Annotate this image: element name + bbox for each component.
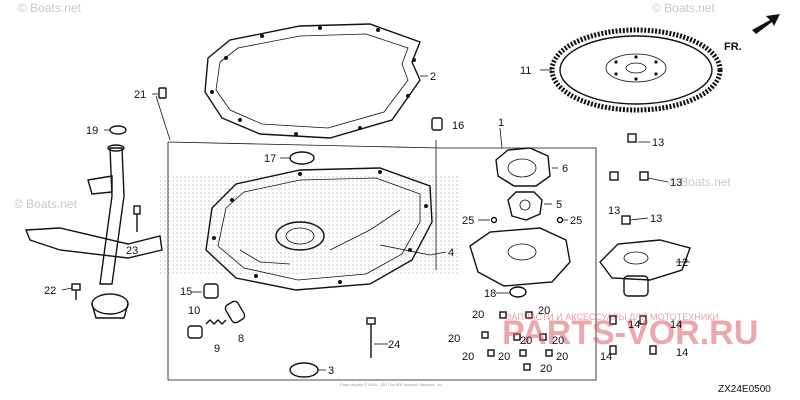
callout-20-c[interactable]: 20: [448, 333, 460, 345]
cap-part-15: [203, 283, 219, 299]
callout-1[interactable]: 1: [498, 117, 504, 129]
callout-20-d[interactable]: 20: [520, 335, 532, 347]
spring-part-9: [205, 319, 227, 325]
watermark-mid-right: © Boats.net: [668, 175, 732, 189]
gasket-part-2: [204, 23, 421, 139]
watermark-mid-left: © Boats.net: [14, 197, 78, 211]
callout-25-a[interactable]: 25: [462, 215, 474, 227]
leader-lines: [61, 127, 669, 371]
callout-23[interactable]: 23: [126, 245, 138, 257]
bolts-part-20: [481, 311, 553, 371]
callout-9[interactable]: 9: [214, 343, 220, 355]
oil-seal-part-18: [509, 286, 527, 298]
callout-14-b[interactable]: 14: [670, 319, 682, 331]
callout-5[interactable]: 5: [556, 199, 562, 211]
transmission-case-part-1: [205, 167, 433, 291]
oil-seal-part-3: [289, 362, 319, 378]
flywheel-part-11: [549, 27, 723, 113]
assembly-boundary: [167, 142, 597, 381]
brand-subtitle: ЗАПЧАСТИ И АКСЕССУАРЫ ДЛЯ МОТОТЕХНИКИ: [506, 312, 719, 322]
callout-20-h[interactable]: 20: [556, 351, 568, 363]
callout-19[interactable]: 19: [86, 125, 98, 137]
callout-12[interactable]: 12: [676, 257, 688, 269]
callout-18[interactable]: 18: [484, 288, 496, 300]
callout-20-i[interactable]: 20: [540, 363, 552, 375]
callout-8[interactable]: 8: [238, 333, 244, 345]
bolt-part-23: [133, 205, 141, 232]
callout-24[interactable]: 24: [388, 339, 400, 351]
callout-15[interactable]: 15: [180, 286, 192, 298]
copyright-line: Page display © 2004 - 2017 by ARI Networ…: [340, 382, 443, 387]
callout-21[interactable]: 21: [134, 89, 146, 101]
callout-25-b[interactable]: 25: [570, 215, 582, 227]
callout-13-a[interactable]: 13: [652, 137, 664, 149]
callout-14-a[interactable]: 14: [628, 319, 640, 331]
plug-part-10: [187, 325, 203, 339]
callout-2[interactable]: 2: [430, 71, 436, 83]
callout-10[interactable]: 10: [188, 305, 200, 317]
halftone-background: [160, 175, 460, 275]
bolt-part-24: [366, 317, 376, 358]
valve-part-8: [224, 300, 246, 324]
dipstick-tube-assembly: [24, 144, 163, 319]
brand-watermark: PARTS-VOR.RU: [502, 314, 758, 352]
callout-22[interactable]: 22: [44, 285, 56, 297]
front-direction-label: FR.: [724, 41, 742, 53]
inner-rotor-part-5: [507, 191, 543, 221]
callout-6[interactable]: 6: [562, 163, 568, 175]
callout-13-d[interactable]: 13: [650, 213, 662, 225]
front-direction-marker: [752, 14, 780, 34]
watermark-top-left: © Boats.net: [18, 1, 82, 15]
callout-16[interactable]: 16: [452, 120, 464, 132]
callout-20-e[interactable]: 20: [552, 335, 564, 347]
callout-labels: 1 2 3 4 5 6 8 9 10 11 12 13 13 13 13 14 …: [44, 65, 688, 377]
callout-17[interactable]: 17: [264, 153, 276, 165]
callout-14-d[interactable]: 14: [676, 347, 688, 359]
bolts-part-14: [609, 315, 657, 355]
callout-3[interactable]: 3: [328, 365, 334, 377]
bolts-part-13: [609, 133, 649, 225]
callout-20-b[interactable]: 20: [538, 305, 550, 317]
drawing-code: ZX24E0500: [718, 384, 771, 395]
watermark-top-right: © Boats.net: [652, 1, 716, 15]
pump-rotor-part-6: [495, 147, 551, 187]
bolt-part-22: [71, 283, 81, 300]
callout-13-b[interactable]: 13: [670, 177, 682, 189]
dowel-pin-part-21: [158, 87, 167, 99]
callout-11[interactable]: 11: [520, 65, 531, 77]
callout-13-c[interactable]: 13: [608, 205, 620, 217]
oil-seal-part-17: [289, 151, 315, 165]
washer-part-19: [109, 125, 127, 135]
plug-part-16: [431, 117, 443, 131]
callout-20-g[interactable]: 20: [498, 351, 510, 363]
callout-4[interactable]: 4: [448, 247, 454, 259]
callout-14-c[interactable]: 14: [600, 351, 612, 363]
callout-20-f[interactable]: 20: [462, 351, 474, 363]
oil-pump-body: [469, 227, 571, 287]
assembly-boundary-top: [167, 141, 441, 149]
callout-20-a[interactable]: 20: [472, 309, 484, 321]
drive-plate-part-12: [599, 239, 691, 297]
